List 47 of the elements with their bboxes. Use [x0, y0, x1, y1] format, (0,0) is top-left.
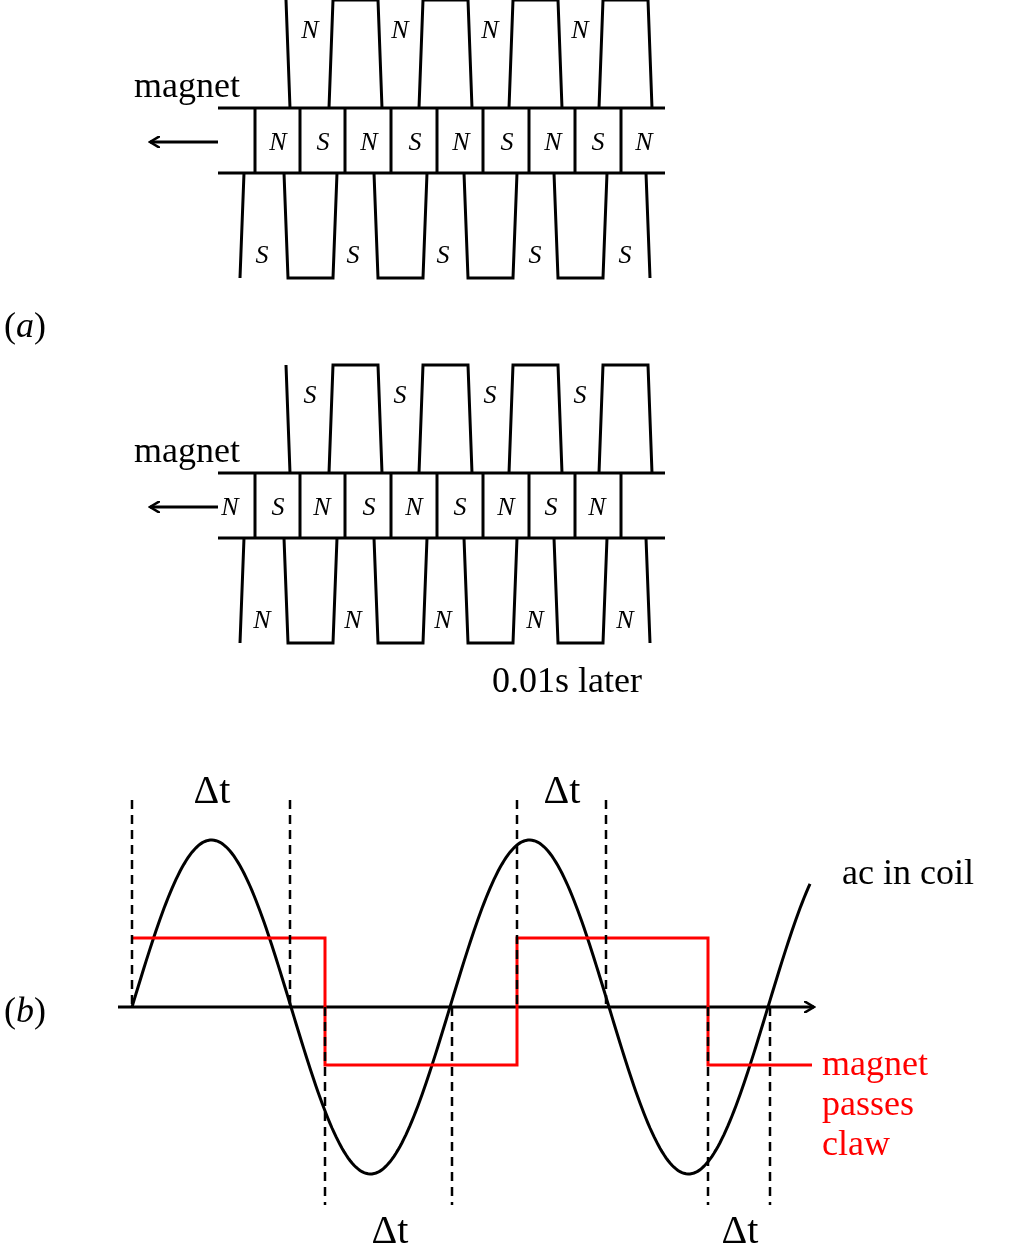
- pole-letter: N: [434, 607, 452, 633]
- pole-letter: N: [360, 129, 378, 155]
- pole-letter: S: [255, 242, 269, 268]
- pole-letter: N: [588, 494, 606, 520]
- interval-label: Δt: [193, 770, 231, 810]
- pole-letter: N: [544, 129, 562, 155]
- pole-letter: S: [316, 129, 330, 155]
- caption-text: 0.01s later: [492, 662, 642, 698]
- pole-letter: N: [405, 494, 423, 520]
- pole-letter: S: [528, 242, 542, 268]
- pole-letter: S: [483, 382, 497, 408]
- pole-letter: N: [571, 17, 589, 43]
- interval-label: Δt: [543, 770, 581, 810]
- pole-letter: N: [221, 494, 239, 520]
- curve-label: magnet passes claw: [822, 1043, 929, 1163]
- pole-letter: S: [436, 242, 450, 268]
- pole-letter: S: [362, 494, 376, 520]
- pole-letter: N: [344, 607, 362, 633]
- pole-letter: N: [301, 17, 319, 43]
- panel-label: (b): [4, 992, 46, 1028]
- pole-letter: N: [635, 129, 653, 155]
- pole-letter: S: [591, 129, 605, 155]
- pole-letter: N: [391, 17, 409, 43]
- panel-label: (a): [4, 307, 46, 343]
- pole-letter: S: [393, 382, 407, 408]
- pole-letter: S: [346, 242, 360, 268]
- pole-letter: S: [500, 129, 514, 155]
- curve-label: ac in coil: [842, 854, 974, 890]
- pole-letter: S: [618, 242, 632, 268]
- pole-letter: N: [497, 494, 515, 520]
- pole-letter: N: [526, 607, 544, 633]
- pole-letter: N: [253, 607, 271, 633]
- pole-letter: S: [408, 129, 422, 155]
- pole-letter: S: [303, 382, 317, 408]
- pole-letter: N: [269, 129, 287, 155]
- pole-letter: N: [481, 17, 499, 43]
- caption-text: magnet: [134, 432, 240, 468]
- interval-label: Δt: [721, 1210, 759, 1247]
- pole-letter: S: [271, 494, 285, 520]
- caption-text: magnet: [134, 67, 240, 103]
- pole-letter: N: [313, 494, 331, 520]
- pole-letter: N: [616, 607, 634, 633]
- pole-letter: N: [452, 129, 470, 155]
- pole-letter: S: [453, 494, 467, 520]
- pole-letter: S: [573, 382, 587, 408]
- interval-label: Δt: [371, 1210, 409, 1247]
- pole-letter: S: [544, 494, 558, 520]
